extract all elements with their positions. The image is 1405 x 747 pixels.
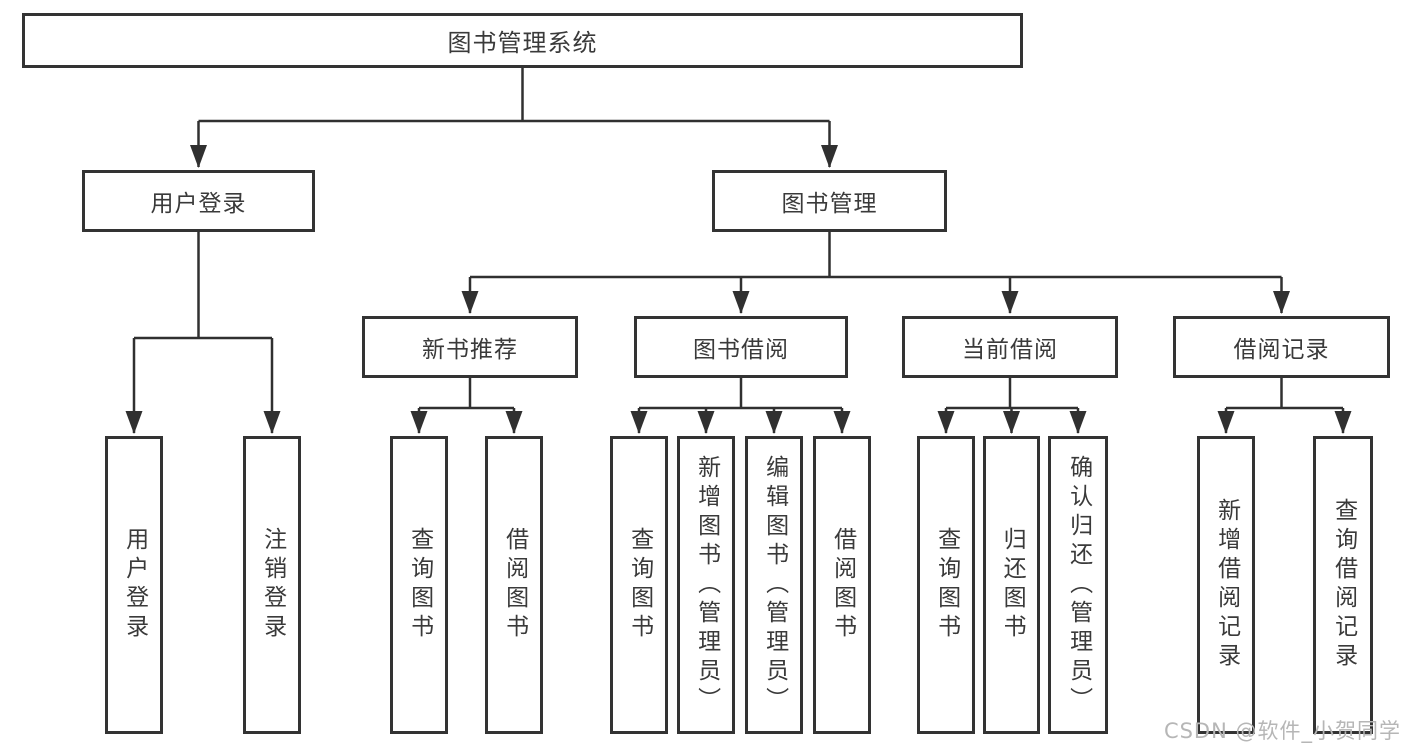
leaf-edit-book-admin: 编辑图书（管理员） [745, 436, 803, 734]
leaf-label: 查询借阅记录 [1330, 498, 1357, 672]
node-book-management: 图书管理 [712, 170, 947, 232]
leaf-label: 注销登录 [259, 527, 286, 643]
node-label: 图书管理系统 [447, 29, 598, 57]
node-library-management-system: 图书管理系统 [22, 13, 1023, 68]
node-user-login: 用户登录 [82, 170, 315, 232]
leaf-add-book-admin: 新增图书（管理员） [677, 436, 735, 734]
leaf-label: 查询图书 [406, 527, 433, 643]
node-label: 新书推荐 [422, 337, 518, 363]
leaf-label: 查询图书 [626, 527, 653, 643]
leaf-query-book: 查询图书 [610, 436, 668, 734]
leaf-logout-login: 注销登录 [243, 436, 301, 734]
leaf-borrow-book: 借阅图书 [485, 436, 543, 734]
leaf-label: 编辑图书（管理员） [761, 454, 788, 716]
leaf-label: 用户登录 [121, 527, 148, 643]
node-book-borrow: 图书借阅 [634, 316, 848, 378]
leaf-return-book: 归还图书 [983, 436, 1040, 734]
node-label: 当前借阅 [962, 337, 1058, 363]
node-current-borrow: 当前借阅 [902, 316, 1118, 378]
leaf-query-book: 查询图书 [390, 436, 448, 734]
leaf-label: 查询图书 [933, 527, 960, 643]
leaf-borrow-book: 借阅图书 [813, 436, 871, 734]
leaf-add-borrow-record: 新增借阅记录 [1197, 436, 1255, 734]
leaf-confirm-return-admin: 确认归还（管理员） [1048, 436, 1108, 734]
leaf-query-borrow-record: 查询借阅记录 [1313, 436, 1373, 734]
node-label: 图书管理 [781, 191, 878, 217]
leaf-query-book: 查询图书 [917, 436, 975, 734]
leaf-label: 新增图书（管理员） [693, 454, 720, 716]
leaf-user-login: 用户登录 [105, 436, 163, 734]
leaf-label: 借阅图书 [829, 527, 856, 643]
leaf-label: 确认归还（管理员） [1065, 454, 1092, 716]
node-borrow-record: 借阅记录 [1173, 316, 1390, 378]
leaf-label: 归还图书 [999, 527, 1026, 643]
node-new-book-recommend: 新书推荐 [362, 316, 578, 378]
csdn-watermark: CSDN @软件_小贺同学 [1163, 719, 1401, 743]
node-label: 图书借阅 [693, 337, 789, 363]
node-label: 借阅记录 [1233, 337, 1330, 363]
leaf-label: 借阅图书 [501, 527, 528, 643]
node-label: 用户登录 [150, 191, 247, 217]
leaf-label: 新增借阅记录 [1213, 498, 1240, 672]
